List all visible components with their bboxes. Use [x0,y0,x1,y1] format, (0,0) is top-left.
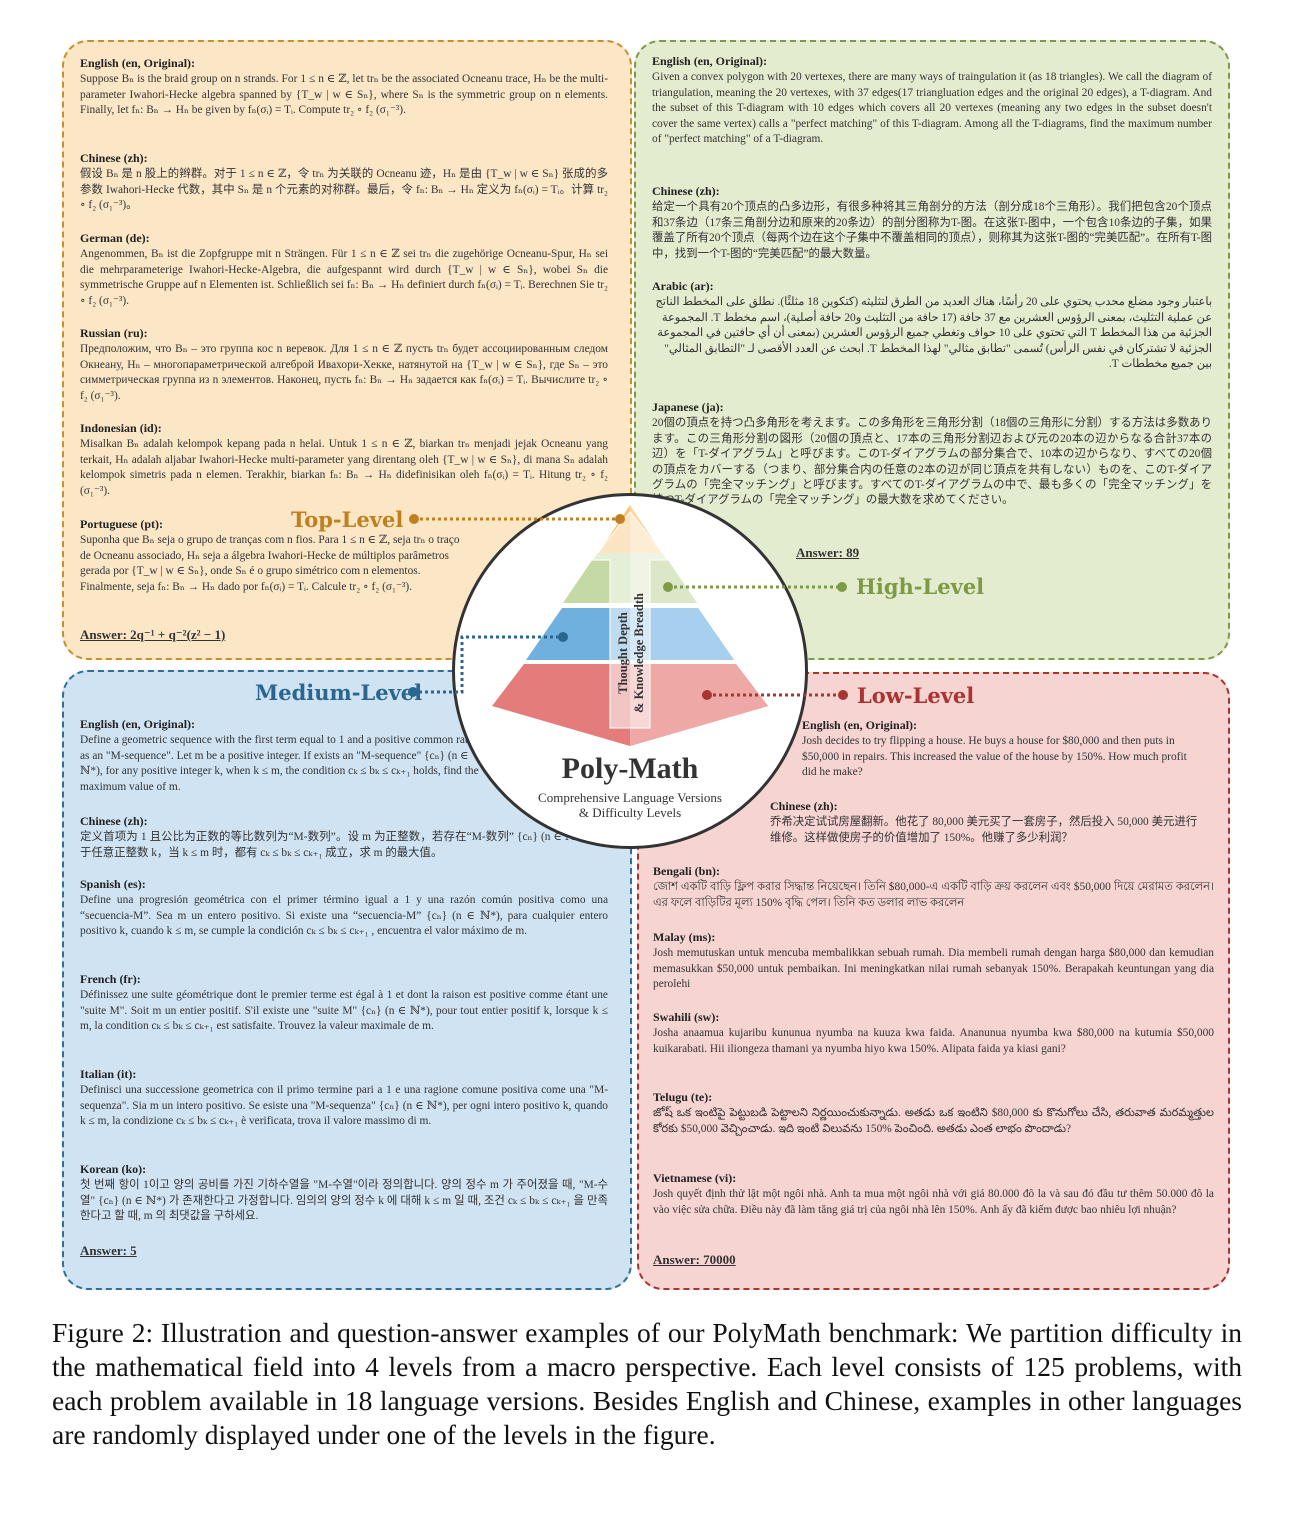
low-en-text: Josh decides to try flipping a house. He… [802,735,1187,779]
low-zh-text: 乔希决定试试房屋翻新。他花了 80,000 美元买了一套房子，然后投入 50,0… [770,816,1198,844]
high-level-label: High-Level [856,574,985,599]
high-answer: Answer: 89 [796,545,860,560]
low-zh-heading: Chinese (zh): [770,799,838,813]
high-ja-block: Japanese (ja): 20個の頂点を持つ凸多角形を考えます。この多角形を… [652,400,1212,509]
med-es-heading: Spanish (es): [80,877,146,891]
low-sw-block: Swahili (sw): Josha anaamua kujaribu kun… [653,1010,1214,1057]
top-pt-text: Suponha que Bₙ seja o grupo de tranças c… [80,534,460,593]
top-pt-block: Portuguese (pt): Suponha que Bₙ seja o g… [80,517,462,595]
up-arrow-icon [590,510,670,729]
low-ms-heading: Malay (ms): [653,930,716,944]
med-it-block: Italian (it): Definisci una successione … [80,1067,608,1130]
center-subtitle-line-1: Comprehensive Language Versions [538,790,722,805]
med-fr-heading: French (fr): [80,972,141,986]
top-de-text: Angenommen, Bₙ ist die Zopfgruppe mit n … [80,248,608,307]
high-ar-block: Arabic (ar): باعتبار وجود مضلع محدب يحتو… [652,279,1212,372]
low-te-text: జోష్ ఒక ఇంటిపై పెట్టుబడి పెట్టాలని నిర్ణ… [653,1107,1214,1135]
high-en-heading: English (en, Original): [652,54,768,68]
low-te-heading: Telugu (te): [653,1090,713,1104]
med-fr-block: French (fr): Définissez une suite géomét… [80,972,608,1035]
center-subtitle: Comprehensive Language Versions & Diffic… [480,790,780,820]
top-level-label: Top-Level [291,507,404,532]
med-en-heading: English (en, Original): [80,717,196,731]
top-zh-block: Chinese (zh): 假设 Bₙ 是 n 股上的辫群。对于 1 ≤ n ∈… [80,151,608,214]
med-zh-block: Chinese (zh): 定义首项为 1 且公比为正数的等比数列为“M-数列”… [80,814,608,861]
top-ru-heading: Russian (ru): [80,326,148,340]
top-id-heading: Indonesian (id): [80,421,162,435]
low-te-block: Telugu (te): జోష్ ఒక ఇంటిపై పెట్టుబడి పె… [653,1090,1214,1137]
top-en-block: English (en, Original): Suppose Bₙ is th… [80,56,608,119]
top-zh-text: 假设 Bₙ 是 n 股上的辫群。对于 1 ≤ n ∈ ℤ，令 trₙ 为关联的 … [80,168,608,212]
high-ja-heading: Japanese (ja): [652,400,724,414]
high-zh-block: Chinese (zh): 给定一个具有20个顶点的凸多边形，有很多种将其三角剖… [652,184,1212,262]
top-id-text: Misalkan Bₙ adalah kelompok kepang pada … [80,438,608,497]
low-vi-block: Vietnamese (vi): Josh quyết định thử lật… [653,1171,1214,1218]
low-ms-block: Malay (ms): Josh memutuskan untuk mencub… [653,930,1214,993]
top-id-block: Indonesian (id): Misalkan Bₙ adalah kelo… [80,421,608,499]
arrow-label-line-1: Thought Depth [616,612,630,694]
med-zh-text: 定义首项为 1 且公比为正数的等比数列为“M-数列”。设 m 为正整数，若存在“… [80,831,608,859]
top-zh-heading: Chinese (zh): [80,151,148,165]
high-ja-text: 20個の頂点を持つ凸多角形を考えます。この多角形を三角形分割（18個の三角形に分… [652,417,1212,507]
low-bn-text: জোশ একটি বাড়ি ফ্লিপ করার সিদ্ধান্ত নিয়… [653,881,1214,909]
top-pt-heading: Portuguese (pt): [80,517,163,531]
high-ar-heading: Arabic (ar): [652,279,714,293]
low-en-block: English (en, Original): Josh decides to … [802,718,1202,781]
high-ar-text: باعتبار وجود مضلع محدب يحتوي على 20 رأسً… [655,296,1212,371]
low-level-label: Low-Level [857,683,975,708]
top-ru-text: Предположим, что Bₙ – это группа кос n в… [80,343,608,402]
low-en-heading: English (en, Original): [802,718,918,732]
top-de-block: German (de): Angenommen, Bₙ ist die Zopf… [80,231,608,309]
med-ko-text: 첫 번째 항이 1이고 양의 공비를 가진 기하수열을 "M-수열"이라 정의합… [80,1179,608,1223]
medium-level-label: Medium-Level [255,680,423,705]
med-en-block: English (en, Original): Define a geometr… [80,717,480,795]
med-es-text: Define una progresión geométrica con el … [80,894,608,938]
med-zh-heading: Chinese (zh): [80,814,148,828]
med-answer: Answer: 5 [80,1243,137,1258]
med-ko-block: Korean (ko): 첫 번째 항이 1이고 양의 공비를 가진 기하수열을… [80,1162,608,1225]
high-zh-heading: Chinese (zh): [652,184,720,198]
high-level-dot-icon [837,582,847,592]
med-fr-text: Définissez une suite géométrique dont le… [80,989,608,1033]
top-answer: Answer: 2q⁻¹ + q⁻²(z² − 1) [80,627,226,642]
high-en-block: English (en, Original): Given a convex p… [652,54,1212,147]
low-ms-text: Josh memutuskan untuk mencuba membalikka… [653,947,1214,991]
top-level-dot-icon [409,514,419,524]
low-vi-heading: Vietnamese (vi): [653,1171,737,1185]
center-subtitle-line-2: & Difficulty Levels [578,805,682,820]
top-de-heading: German (de): [80,231,150,245]
low-answer: Answer: 70000 [653,1252,736,1267]
low-level-dot-icon [838,690,848,700]
med-it-text: Definisci una successione geometrica con… [80,1084,608,1128]
low-bn-heading: Bengali (bn): [653,864,721,878]
figure-caption: Figure 2: Illustration and question-answ… [52,1317,1242,1450]
high-zh-text: 给定一个具有20个顶点的凸多边形，有很多种将其三角剖分的方法（剖分成18个三角形… [652,201,1212,260]
low-sw-text: Josha anaamua kujaribu kununua nyumba na… [653,1027,1214,1055]
low-zh-block: Chinese (zh): 乔希决定试试房屋翻新。他花了 80,000 美元买了… [770,799,1200,846]
low-bn-block: Bengali (bn): জোশ একটি বাড়ি ফ্লিপ করার … [653,864,1214,911]
top-en-text: Suppose Bₙ is the braid group on n stran… [80,73,608,117]
arrow-label: Thought Depth & Knowledge Breadth [615,548,647,758]
med-it-heading: Italian (it): [80,1067,137,1081]
top-en-heading: English (en, Original): [80,56,196,70]
low-sw-heading: Swahili (sw): [653,1010,720,1024]
med-es-block: Spanish (es): Define una progresión geom… [80,877,608,940]
center-title: Poly-Math [561,752,699,785]
arrow-label-line-2: & Knowledge Breadth [632,593,646,713]
top-ru-block: Russian (ru): Предположим, что Bₙ – это … [80,326,608,404]
med-en-text: Define a geometric sequence with the fir… [80,734,479,793]
high-en-text: Given a convex polygon with 20 vertexes,… [652,71,1212,146]
low-vi-text: Josh quyết định thử lật một ngôi nhà. An… [653,1188,1214,1216]
med-ko-heading: Korean (ko): [80,1162,147,1176]
medium-level-dot-icon [408,687,418,697]
